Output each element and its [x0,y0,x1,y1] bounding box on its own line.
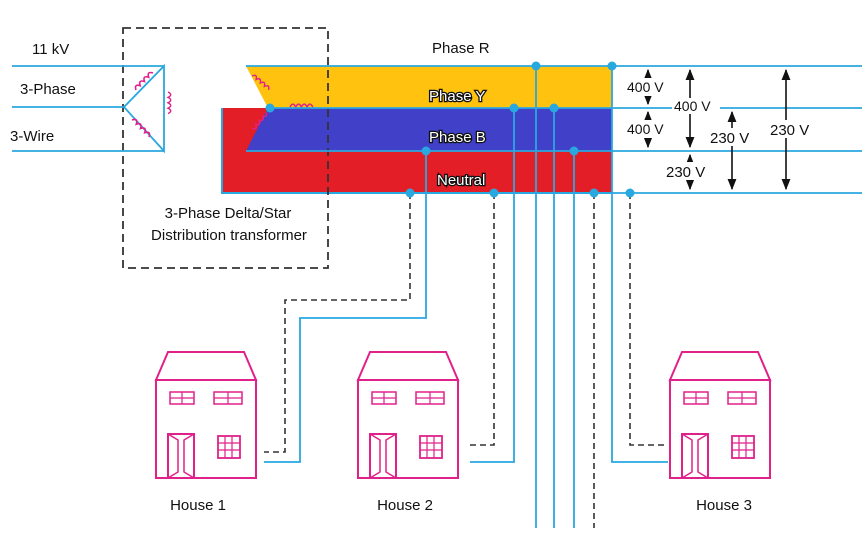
input-wire-label: 3-Wire [10,128,54,145]
phase-r-band [246,66,612,108]
house-1-icon [155,351,257,479]
phase-r-label: Phase R [432,40,490,57]
house1-live [264,151,427,463]
voltage-bn: 230 V [666,164,705,181]
phase-y-label: Phase Y [429,88,485,105]
transformer-enclosure [122,27,329,269]
primary-coil-2 [167,91,172,115]
voltage-rb: 400 V [674,98,711,114]
neutral-outline [221,108,612,194]
transformer [122,27,329,269]
input-voltage-label: 11 kV [32,41,69,58]
house-1-label: House 1 [170,497,226,514]
house1-neutral [264,193,411,453]
phase-b-label: Phase B [429,129,486,146]
voltage-rn: 230 V [770,122,809,139]
neutral-label: Neutral [437,172,485,189]
house-2-label: House 2 [377,497,433,514]
junction-dots [265,61,635,198]
voltage-yn: 230 V [710,130,749,147]
labels: 11 kV 3-Phase 3-Wire 3-Phase Delta/Star … [10,40,822,514]
voltage-yb: 400 V [627,121,664,137]
house3-neutral [629,193,668,446]
voltage-ry: 400 V [627,79,664,95]
house-2-icon [357,351,459,479]
incoming-wires [12,65,164,152]
primary-delta [122,63,165,154]
transformer-label-1: 3-Phase Delta/Star [165,205,292,222]
input-phase-label: 3-Phase [20,81,76,98]
transformer-label-2: Distribution transformer [151,227,307,244]
house-3-label: House 3 [696,497,752,514]
house-3-icon [669,351,771,479]
phase-y-band [222,108,612,151]
house2-live [470,108,515,463]
house3-live [611,108,668,463]
service-connections [264,66,668,528]
house2-neutral [470,193,495,446]
houses [155,351,771,479]
